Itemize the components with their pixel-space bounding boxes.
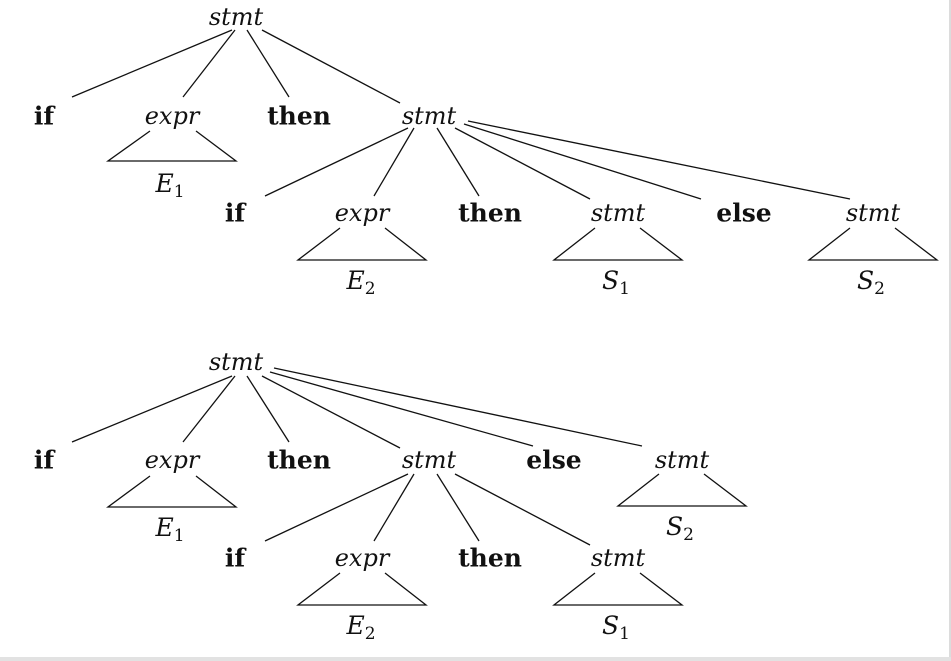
edge: [436, 127, 480, 197]
expr-symbol: E: [346, 266, 365, 295]
edge: [71, 29, 233, 98]
edge: [71, 375, 233, 443]
frame-border-right: [949, 0, 951, 661]
expr-subscript: 2: [364, 279, 376, 299]
edge: [373, 127, 415, 197]
stmt-symbol: S: [857, 266, 875, 295]
tree-2-else-keyword: else: [526, 445, 582, 475]
stmt-subscript: 1: [619, 279, 630, 299]
tree-2-edges: [71, 367, 748, 606]
tree-1-if-keyword: if: [33, 101, 55, 131]
tree-1-inner-if-keyword: if: [224, 198, 246, 228]
tree-1-then-keyword: then: [267, 101, 331, 131]
edge: [269, 371, 534, 447]
tree-1-else-subtree-label: S2: [857, 268, 885, 298]
tree-2-expr-subtree-label: E1: [155, 515, 184, 545]
expr-symbol: E: [155, 513, 174, 542]
edge: [463, 123, 702, 200]
tree-1-inner-expr-node: expr: [334, 199, 390, 227]
subtree-triangle: [296, 227, 428, 261]
tree-1-inner-expr-subtree-label: E2: [346, 268, 375, 298]
tree-2-root-node: stmt: [208, 348, 264, 376]
stmt-symbol: S: [666, 512, 684, 541]
edge: [261, 375, 401, 449]
edge: [246, 29, 290, 98]
edge: [182, 29, 236, 98]
tree-2-inner-expr-subtree-label: E2: [346, 613, 375, 643]
tree-1-else-keyword: else: [716, 198, 772, 228]
tree-1-inner-body-subtree-label: S1: [602, 268, 630, 298]
tree-1-edges: [71, 29, 939, 261]
tree-1-expr-node: expr: [144, 102, 200, 130]
subtree-triangle: [105, 130, 238, 162]
tree-2-inner-stmt-node: stmt: [401, 446, 457, 474]
expr-subscript: 1: [173, 526, 185, 546]
tree-1-root-node: stmt: [208, 3, 264, 31]
subtree-triangle: [296, 572, 428, 606]
stmt-subscript: 1: [619, 624, 630, 644]
tree-2-then-keyword: then: [267, 445, 331, 475]
stmt-symbol: S: [602, 266, 620, 295]
expr-subscript: 2: [364, 624, 376, 644]
subtree-triangle: [616, 473, 748, 507]
tree-1-expr-subtree-label: E1: [155, 171, 184, 201]
subtree-triangle: [807, 227, 939, 261]
tree-2-else-stmt-node: stmt: [654, 446, 710, 474]
expr-symbol: E: [346, 611, 365, 640]
subtree-triangle: [552, 572, 684, 606]
edge: [273, 367, 643, 447]
expr-subscript: 1: [173, 182, 185, 202]
subtree-triangle: [106, 475, 238, 508]
frame-border-bottom: [0, 657, 951, 661]
tree-2-if-keyword: if: [33, 445, 55, 475]
tree-2-inner-body-stmt-node: stmt: [590, 544, 646, 572]
edge: [182, 375, 236, 443]
tree-2-inner-if-keyword: if: [224, 543, 246, 573]
edge: [264, 127, 409, 197]
tree-2-inner-expr-node: expr: [334, 544, 390, 572]
tree-2-inner-body-subtree-label: S1: [602, 613, 630, 643]
edge: [467, 120, 851, 200]
edge: [373, 473, 415, 542]
tree-2-else-subtree-label: S2: [666, 514, 694, 544]
edge: [436, 473, 480, 542]
tree-1-inner-then-keyword: then: [458, 198, 522, 228]
tree-1-inner-stmt-node: stmt: [401, 102, 457, 130]
stmt-subscript: 2: [874, 279, 885, 299]
edge: [454, 127, 591, 200]
tree-1-else-stmt-node: stmt: [845, 199, 901, 227]
expr-symbol: E: [155, 169, 174, 198]
edge: [246, 375, 290, 443]
stmt-subscript: 2: [683, 525, 694, 545]
edge: [264, 473, 409, 542]
tree-1-inner-body-stmt-node: stmt: [590, 199, 646, 227]
edge: [261, 29, 401, 104]
tree-2-inner-then-keyword: then: [458, 543, 522, 573]
tree-2-expr-node: expr: [144, 446, 200, 474]
subtree-triangle: [552, 227, 684, 261]
edge: [454, 473, 591, 546]
stmt-symbol: S: [602, 611, 620, 640]
